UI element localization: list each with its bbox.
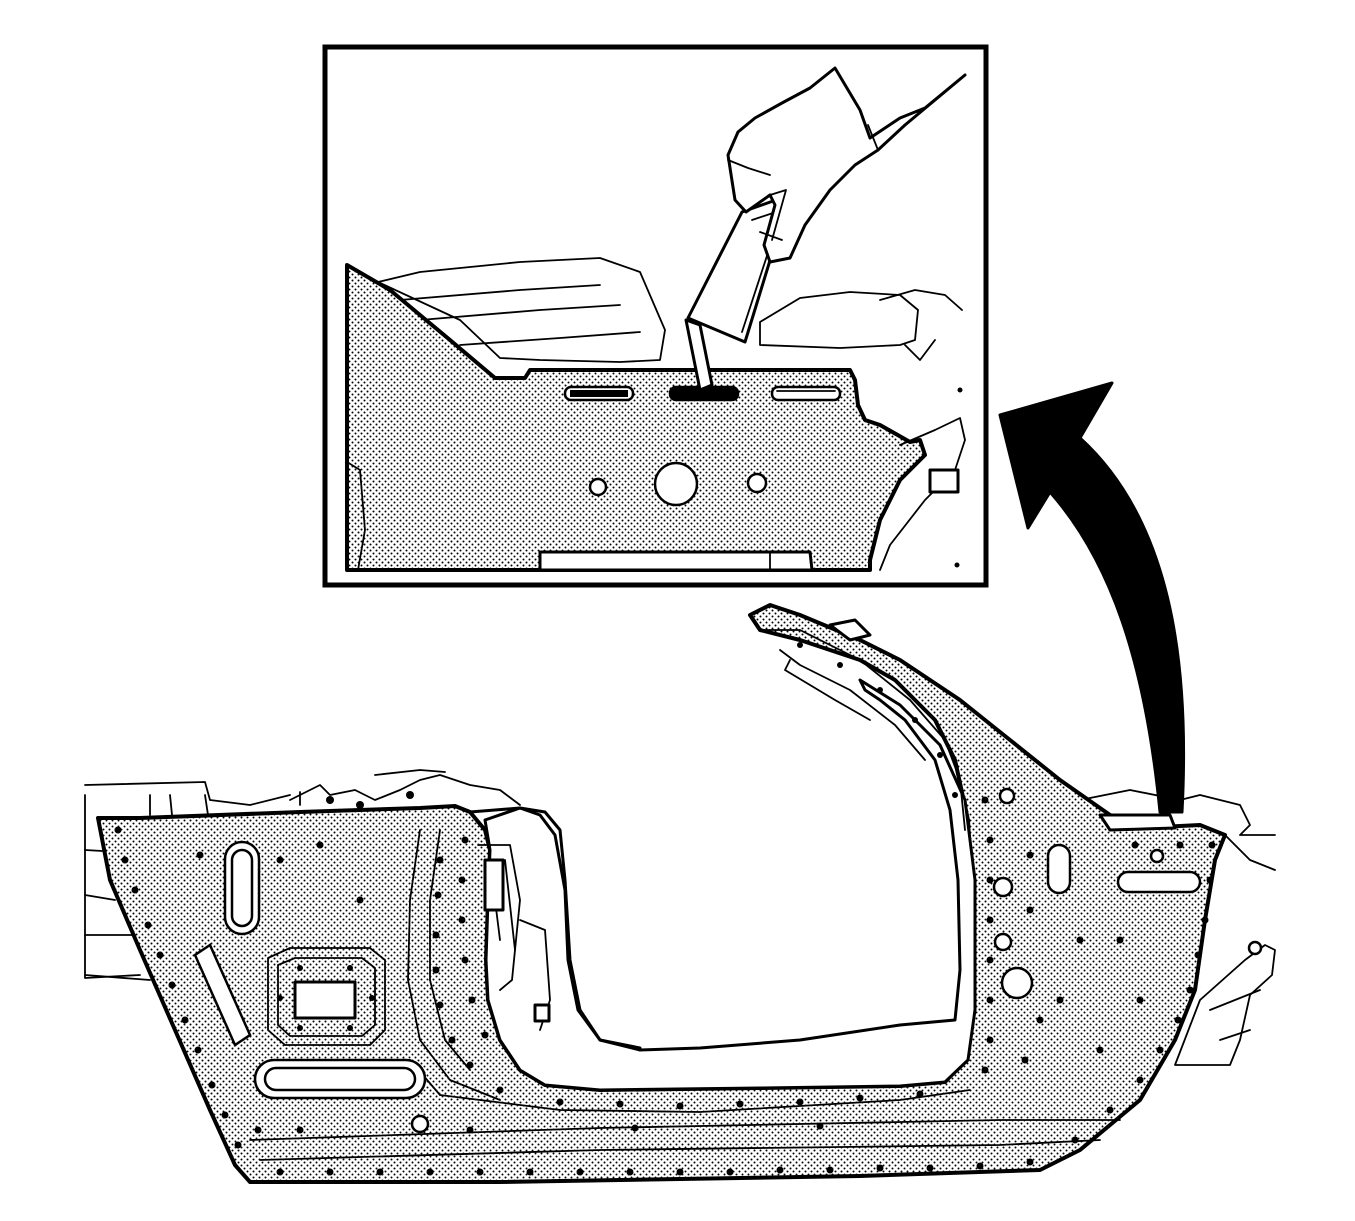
door-opening: [483, 678, 977, 1092]
callout-arrow-icon: [998, 381, 1186, 814]
access-hole: [293, 980, 357, 1020]
background-trim: [377, 257, 666, 363]
spot-welds: [114, 642, 1216, 1176]
detail-inset: [322, 44, 989, 588]
body-side-panel: [84, 603, 1276, 1184]
angled-slot: [193, 943, 252, 1047]
rear-floor-structure: [84, 781, 291, 981]
inset-hole-left: [588, 477, 608, 497]
rear-door-jamb: [468, 806, 642, 1050]
front-panel-openings: [992, 787, 1202, 1000]
cutting-tool: [684, 193, 792, 396]
upper-trim-details: [289, 769, 521, 809]
rocker-end-slot: [1116, 870, 1202, 894]
access-cover-outline: [267, 947, 386, 1046]
rear-quarter-openings: [193, 840, 430, 1134]
inset-lower-opening: [538, 550, 814, 572]
a-pillar-channel: [759, 618, 966, 831]
inset-panel: [345, 263, 927, 572]
front-structure: [1079, 789, 1276, 1066]
inset-hole-center: [653, 461, 699, 507]
hinge-pillar-slot: [1046, 843, 1072, 895]
inset-hole-right: [746, 472, 768, 494]
wheel-house-flange: [407, 829, 501, 1101]
inset-slot-right: [770, 385, 842, 402]
hand-icon: [726, 66, 967, 264]
knife-blade: [684, 318, 714, 392]
